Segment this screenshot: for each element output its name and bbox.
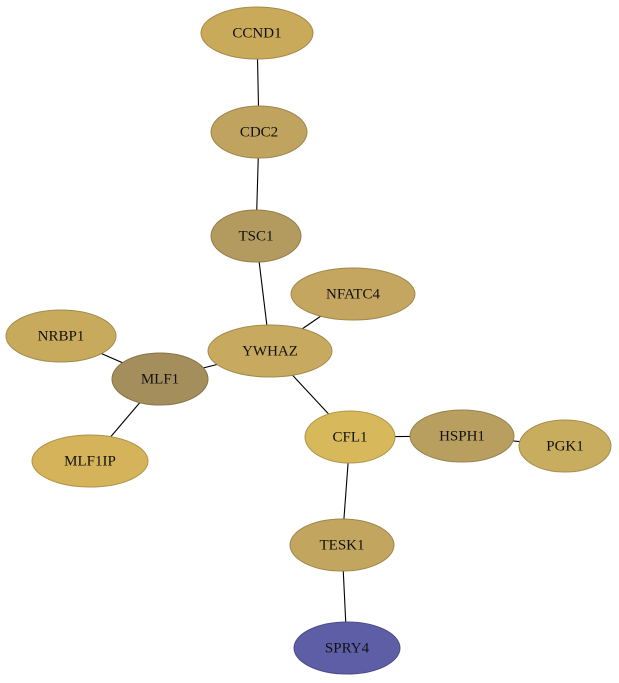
node-label: SPRY4 (325, 640, 370, 656)
node-ellipse[interactable] (304, 410, 396, 464)
node-ellipse[interactable] (289, 518, 395, 572)
node-label: CFL1 (332, 429, 367, 445)
node-ellipse[interactable] (409, 409, 515, 463)
node-label: PGK1 (546, 438, 584, 454)
node-label: TESK1 (320, 537, 365, 553)
node-cfl1[interactable]: CFL1 (304, 410, 396, 464)
node-label: MLF1IP (64, 453, 116, 469)
node-ellipse[interactable] (293, 621, 401, 675)
node-ellipse[interactable] (210, 105, 308, 159)
node-label: HSPH1 (439, 428, 485, 444)
node-cdc2[interactable]: CDC2 (210, 105, 308, 159)
node-nfatc4[interactable]: NFATC4 (290, 267, 416, 321)
node-label: TSC1 (238, 228, 273, 244)
node-label: YWHAZ (242, 343, 298, 359)
node-ellipse[interactable] (200, 6, 314, 60)
node-ellipse[interactable] (290, 267, 416, 321)
node-nrbp1[interactable]: NRBP1 (5, 309, 117, 363)
node-mlf1ip[interactable]: MLF1IP (31, 434, 149, 488)
node-ccnd1[interactable]: CCND1 (200, 6, 314, 60)
node-mlf1[interactable]: MLF1 (111, 352, 209, 406)
node-tsc1[interactable]: TSC1 (210, 209, 302, 263)
node-label: CDC2 (240, 124, 278, 140)
node-pgk1[interactable]: PGK1 (518, 419, 612, 473)
node-hsph1[interactable]: HSPH1 (409, 409, 515, 463)
node-ellipse[interactable] (210, 209, 302, 263)
node-label: MLF1 (141, 371, 179, 387)
node-ellipse[interactable] (207, 324, 333, 378)
node-spry4[interactable]: SPRY4 (293, 621, 401, 675)
node-label: NRBP1 (38, 328, 85, 344)
node-ellipse[interactable] (5, 309, 117, 363)
node-ellipse[interactable] (111, 352, 209, 406)
node-label: CCND1 (232, 25, 281, 41)
node-ywhaz[interactable]: YWHAZ (207, 324, 333, 378)
node-ellipse[interactable] (518, 419, 612, 473)
node-label: NFATC4 (326, 286, 380, 302)
node-tesk1[interactable]: TESK1 (289, 518, 395, 572)
node-ellipse[interactable] (31, 434, 149, 488)
